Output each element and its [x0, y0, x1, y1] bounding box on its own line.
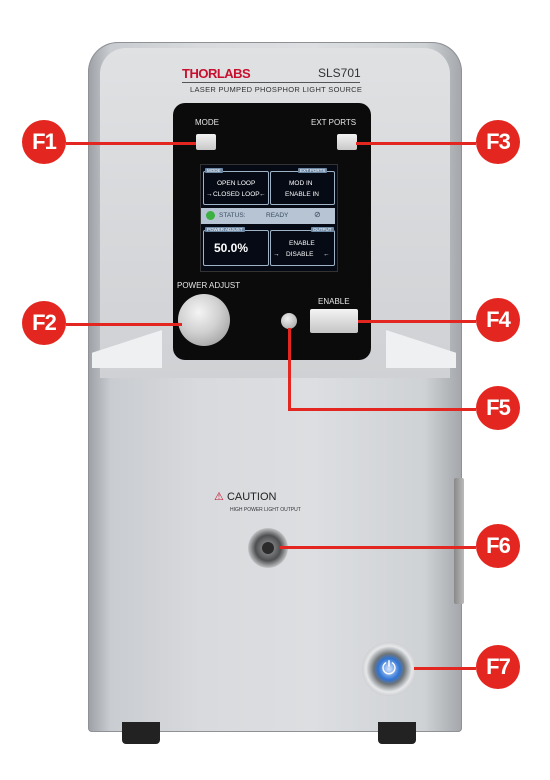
ext-ports-label: EXT PORTS	[311, 118, 357, 127]
lcd-ext-ports-box	[270, 171, 335, 205]
mode-button[interactable]	[196, 134, 216, 150]
power-adjust-knob[interactable]	[178, 294, 230, 346]
callout-f4: F4	[476, 298, 520, 342]
brand-logo: THORLABS	[182, 66, 251, 81]
right-foot	[378, 722, 416, 744]
caution-text: CAUTION	[226, 491, 277, 503]
lcd-mode-option-closed-loop: CLOSED LOOP	[213, 191, 260, 198]
caution-title: ⚠ CAUTION	[214, 490, 276, 503]
power-icon: ⏻	[381, 658, 397, 678]
caution-subtitle: HIGH POWER LIGHT OUTPUT	[230, 507, 301, 513]
callout-line-f1	[66, 142, 196, 145]
lcd-output-option-enable: ENABLE	[289, 240, 315, 247]
header-divider	[182, 82, 360, 83]
lcd-output-box	[270, 230, 335, 266]
warning-icon: ⚠	[214, 491, 224, 503]
lcd-power-value: 50.0%	[214, 241, 249, 255]
enable-label: ENABLE	[318, 297, 350, 306]
status-check-icon: ⊘	[314, 210, 321, 219]
callout-line-f6	[280, 546, 476, 549]
side-latch	[454, 478, 464, 604]
model-number: SLS701	[318, 66, 361, 80]
callout-f6: F6	[476, 524, 520, 568]
callout-line-f5	[288, 408, 476, 411]
light-output-aperture	[262, 542, 274, 554]
lcd-power-section: POWER ADJUST	[205, 227, 245, 232]
lcd-output-section: OUTPUT	[311, 227, 334, 232]
status-led	[281, 313, 297, 329]
lcd-status-value: READY	[266, 212, 289, 219]
lcd-mode-option-open-loop: OPEN LOOP	[217, 180, 256, 187]
power-adjust-label: POWER ADJUST	[177, 281, 241, 290]
ext-ports-button[interactable]	[337, 134, 357, 150]
lcd-select-arrow-right: ←	[323, 251, 330, 258]
mode-label: MODE	[195, 118, 219, 127]
lcd-select-arrow-right: ←	[259, 191, 266, 198]
enable-button[interactable]	[310, 309, 358, 333]
callout-line-f2	[66, 323, 182, 326]
callout-line-f4	[358, 320, 476, 323]
callout-f1: F1	[22, 120, 66, 164]
callout-line-f3	[356, 142, 476, 145]
power-button[interactable]	[362, 642, 416, 696]
lcd-select-arrow-left: →	[206, 191, 213, 198]
callout-line-f7	[414, 667, 476, 670]
callout-f3: F3	[476, 120, 520, 164]
lcd-status-bar	[201, 208, 335, 224]
lcd-status-label: STATUS:	[219, 212, 246, 219]
left-foot	[122, 722, 160, 744]
callout-line-f5-vertical	[288, 328, 291, 410]
lcd-select-arrow-left: →	[273, 251, 280, 258]
lcd-mode-section: MODE	[205, 168, 223, 173]
callout-f5: F5	[476, 386, 520, 430]
lcd-output-option-disable: DISABLE	[286, 251, 314, 258]
lcd-ext-option-enable-in: ENABLE IN	[285, 191, 319, 198]
lcd-mode-box	[203, 171, 269, 205]
device-subtitle: LASER PUMPED PHOSPHOR LIGHT SOURCE	[190, 85, 363, 94]
lcd-ext-ports-section: EXT PORTS	[298, 168, 328, 173]
callout-f2: F2	[22, 301, 66, 345]
callout-f7: F7	[476, 645, 520, 689]
lcd-ext-option-mod-in: MOD IN	[289, 180, 313, 187]
status-ok-icon	[206, 211, 215, 220]
